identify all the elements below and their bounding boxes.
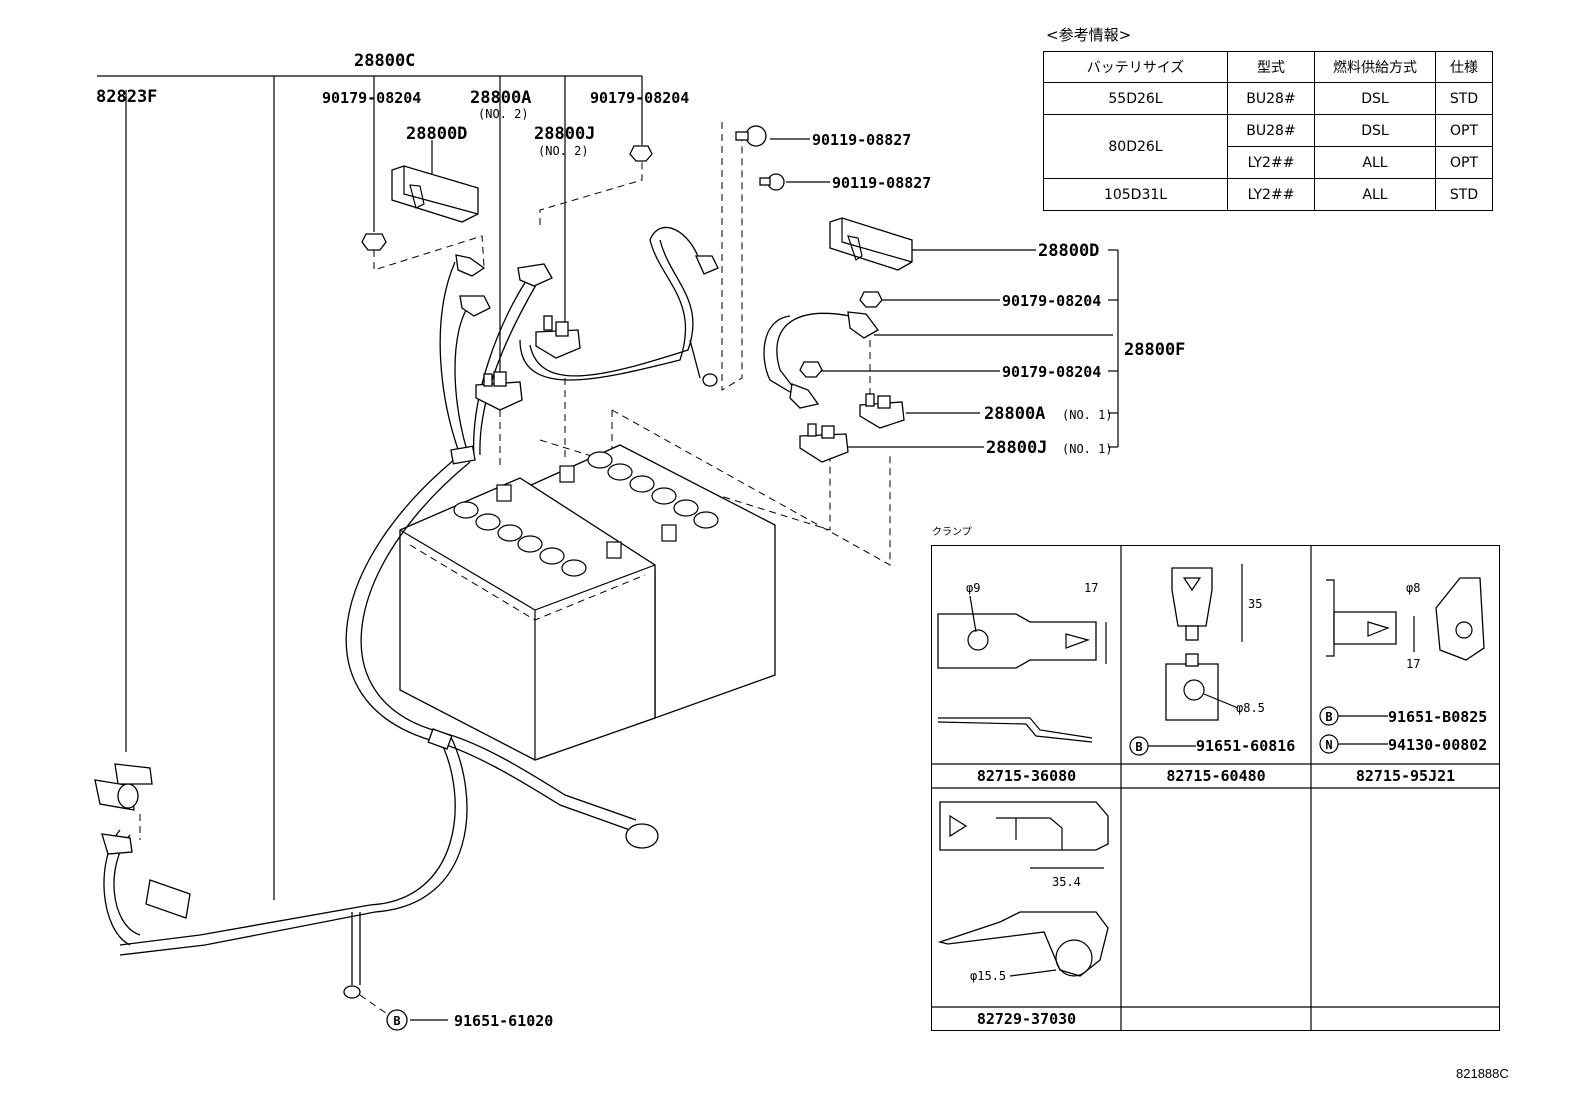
table-row: 55D26L BU28# DSL STD — [1043, 82, 1493, 115]
reference-title: <参考情報> — [1046, 26, 1132, 44]
clamp-3-n-marker: N — [1325, 738, 1332, 752]
label-28800A-top-sub: (NO. 2) — [478, 107, 529, 121]
reference-table: バッテリサイズ 型式 燃料供給方式 仕様 55D26L BU28# DSL ST… — [1043, 51, 1493, 211]
label-28800A-right-sub: (NO. 1) — [1062, 408, 1113, 422]
cell-model: BU28# — [1227, 114, 1315, 147]
b-marker-bottom: B — [386, 1009, 408, 1031]
leader-lines — [97, 75, 1119, 1021]
cell-size: 55D26L — [1043, 82, 1228, 115]
clamp-2-b-marker: B — [1135, 740, 1142, 754]
clamp-2-callout: 91651-60816 — [1196, 737, 1295, 755]
clamp-3-callout-b: 94130-00802 — [1388, 736, 1487, 754]
cell-fuel: ALL — [1314, 146, 1436, 179]
label-28800J-top: 28800J — [534, 124, 595, 144]
nuts — [361, 145, 883, 378]
table-header-row: バッテリサイズ 型式 燃料供給方式 仕様 — [1043, 51, 1493, 83]
label-90119-b: 90119-08827 — [832, 174, 931, 192]
connectors-left — [94, 763, 191, 919]
cell-fuel: DSL — [1314, 82, 1436, 115]
cell-size: 80D26L — [1043, 114, 1228, 179]
clamp-1-dim-b: 17 — [1084, 581, 1098, 595]
clamp-3-dim-b: 17 — [1406, 657, 1420, 671]
col-fuel-system: 燃料供給方式 — [1314, 51, 1436, 83]
clamp-4-dim-a: 35.4 — [1052, 875, 1081, 889]
part-labels: 28800C 82823F 90179-08204 28800A (NO. 2)… — [96, 51, 1185, 1030]
clamp-grid — [931, 545, 1500, 1031]
label-28800D-top: 28800D — [406, 124, 467, 144]
label-28800J-top-sub: (NO. 2) — [538, 144, 589, 158]
col-battery-size: バッテリサイズ — [1043, 51, 1228, 83]
cell-model: LY2## — [1227, 146, 1315, 179]
wire-harness — [103, 227, 851, 999]
cell-spec: STD — [1435, 82, 1493, 115]
label-91651-61020: 91651-61020 — [454, 1012, 553, 1030]
label-28800A-top: 28800A — [470, 88, 531, 108]
clamp-2-drawing: 35 φ8.5 B 91651-60816 — [1129, 564, 1295, 756]
label-28800D-right: 28800D — [1038, 241, 1099, 261]
clamp-title: クランプ — [932, 527, 972, 538]
clamp-3-dim-a: φ8 — [1406, 581, 1420, 595]
cell-spec: OPT — [1435, 114, 1493, 147]
cell-spec: OPT — [1435, 146, 1493, 179]
clamp-part-82715-95J21: 82715-95J21 — [1355, 767, 1456, 785]
clamp-2-dim-b: φ8.5 — [1236, 701, 1265, 715]
cell-spec: STD — [1435, 178, 1493, 211]
battery-front — [399, 477, 656, 761]
battery-terminals — [455, 254, 905, 463]
battery-caps — [453, 451, 719, 577]
label-82823F: 82823F — [96, 87, 157, 107]
label-90179-left: 90179-08204 — [322, 89, 421, 107]
clamp-grid-lines — [932, 546, 1500, 1030]
clamp-part-82715-36080: 82715-36080 — [976, 767, 1077, 785]
table-row: 105D31L LY2## ALL STD — [1043, 178, 1493, 211]
label-90179-right: 90179-08204 — [590, 89, 689, 107]
diagram-code: 821888C — [1456, 1066, 1509, 1081]
label-90179-r2: 90179-08204 — [1002, 363, 1101, 381]
cell-fuel: DSL — [1314, 114, 1436, 147]
clamp-1-drawing: φ9 17 — [937, 581, 1107, 743]
clamp-part-82715-60480: 82715-60480 — [1166, 767, 1266, 785]
label-28800A-right: 28800A — [984, 404, 1045, 424]
clamp-3-b-marker: B — [1325, 710, 1332, 724]
label-28800F: 28800F — [1124, 340, 1185, 360]
cell-fuel: ALL — [1314, 178, 1436, 211]
clamp-3-callout-a: 91651-B0825 — [1388, 708, 1487, 726]
clamp-2-dim-a: 35 — [1248, 597, 1262, 611]
clamp-4-drawing: 35.4 φ15.5 — [937, 801, 1109, 983]
cell-size: 105D31L — [1043, 178, 1228, 211]
label-90119-a: 90119-08827 — [812, 131, 911, 149]
label-28800C: 28800C — [354, 51, 415, 71]
clamp-1-dim-a: φ9 — [966, 581, 980, 595]
label-90179-r1: 90179-08204 — [1002, 292, 1101, 310]
bolts — [735, 125, 785, 191]
table-row: 80D26L BU28# DSL OPT — [1043, 114, 1493, 179]
clamp-4-dim-b: φ15.5 — [970, 969, 1006, 983]
b-marker-label: B — [393, 1014, 400, 1028]
col-model: 型式 — [1227, 51, 1315, 83]
terminal-covers — [391, 165, 913, 271]
col-spec: 仕様 — [1435, 51, 1493, 83]
cell-model: LY2## — [1227, 178, 1315, 211]
clamp-3-drawing: φ8 17 B 91651-B0825 N 94130-00802 — [1319, 577, 1487, 754]
label-28800J-right-sub: (NO. 1) — [1062, 442, 1113, 456]
clamp-part-82729-37030: 82729-37030 — [976, 1010, 1077, 1028]
cell-model: BU28# — [1227, 82, 1315, 115]
label-28800J-right: 28800J — [986, 438, 1047, 458]
